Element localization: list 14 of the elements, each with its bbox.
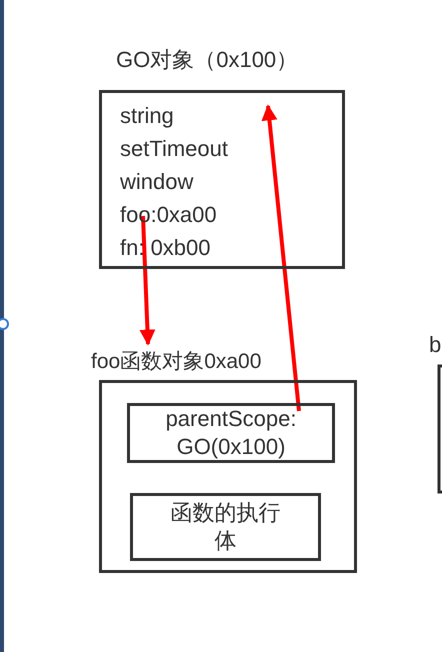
property-text: string [120,102,175,130]
heading-text: foo函数对象0xa00 [91,349,262,375]
property-text: fn: 0xb00 [120,234,212,262]
arrow [139,216,156,346]
property-text: setTimeout [120,135,230,163]
arrow [262,104,301,412]
box-text: 函数的执行体 [170,499,282,555]
heading-text: GO对象（0x100） [116,47,298,73]
box-text: parentScope: GO(0x100) [164,405,298,461]
property-text: foo:0xa00 [120,201,218,229]
partial-label: b [429,332,442,358]
inner-box [127,403,335,463]
property-text: window [120,168,194,196]
inner-box [130,493,321,561]
